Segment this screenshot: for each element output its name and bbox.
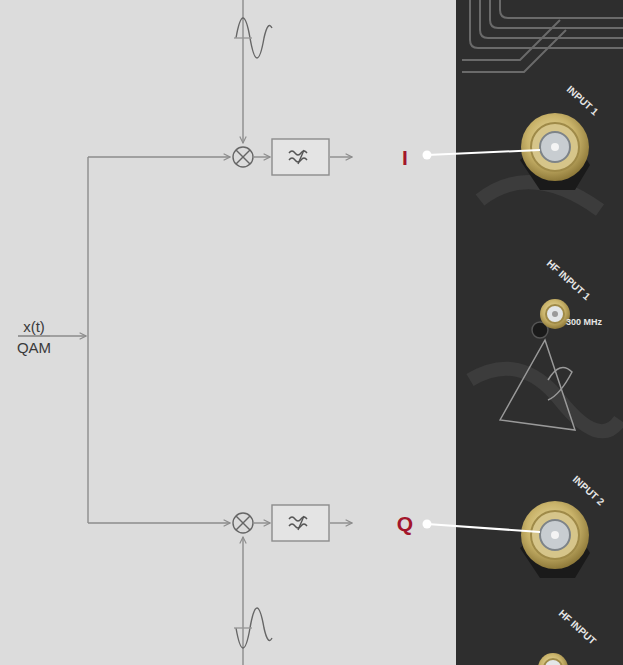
hf-connector xyxy=(532,299,570,338)
output-name: I xyxy=(402,147,408,168)
mixer-symbol xyxy=(233,147,253,533)
lowpass-filter xyxy=(272,139,329,541)
panel-label: 300 MHz xyxy=(566,318,602,327)
hf-connector xyxy=(538,653,568,665)
brand-logo xyxy=(500,340,575,430)
oscillator-wave xyxy=(234,18,272,648)
bnc-connector xyxy=(520,501,590,578)
bnc-connector xyxy=(520,113,590,190)
signal-name: x(t) xyxy=(23,319,45,334)
output-name: Q xyxy=(397,513,413,534)
signal-wires xyxy=(50,0,352,665)
leader-line xyxy=(423,150,541,532)
signal-name: QAM xyxy=(17,340,51,355)
instrument-panel xyxy=(456,0,623,665)
fraction-bar xyxy=(18,336,50,337)
